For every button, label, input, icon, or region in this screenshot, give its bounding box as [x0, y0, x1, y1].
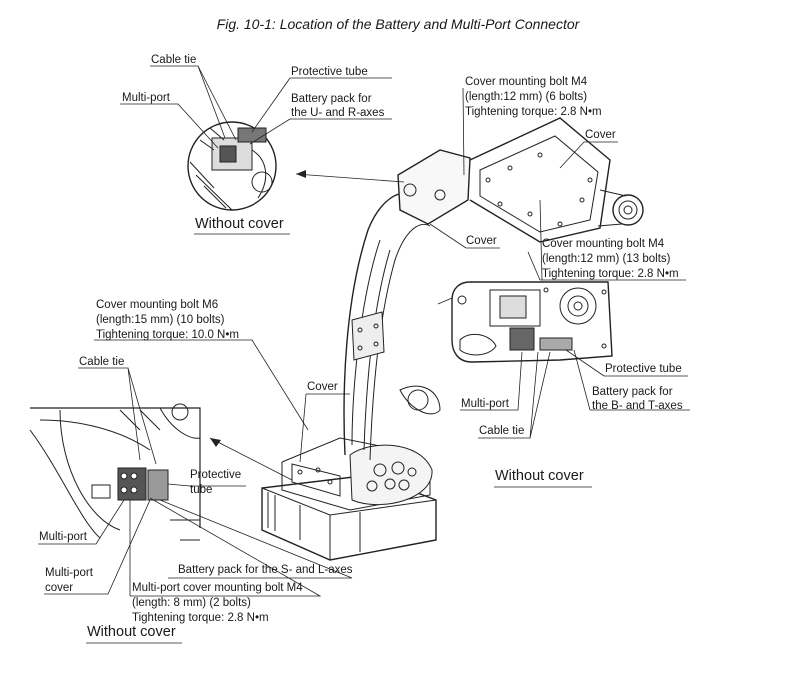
label-cable-tie-right: Cable tie	[479, 425, 525, 437]
label-without-cover-top: Without cover	[195, 216, 284, 232]
label-protective-tube-right: Protective tube	[605, 363, 682, 375]
label-cable-tie-top: Cable tie	[151, 54, 197, 66]
label-without-cover-left: Without cover	[87, 624, 176, 640]
label-mp-cover-bolt-line2: (length: 8 mm) (2 bolts)	[132, 597, 251, 609]
label-cover-mid: Cover	[466, 235, 497, 247]
label-cover-bolt-m6-line1: Cover mounting bolt M6	[96, 299, 219, 311]
label-battery-sl: Battery pack for the S- and L-axes	[178, 564, 353, 576]
label-cover-bolt-m6-line3: Tightening torque: 10.0 N•m	[96, 329, 239, 341]
label-battery-ur-1: Battery pack for	[291, 93, 372, 105]
label-multi-port-left: Multi-port	[39, 531, 87, 543]
label-cover-bolt-m4-6-line3: Tightening torque: 2.8 N•m	[465, 106, 602, 118]
label-battery-ur-2: the U- and R-axes	[291, 107, 385, 119]
figure-title: Fig. 10-1: Location of the Battery and M…	[216, 16, 580, 32]
label-cover-bolt-m4-13-line3: Tightening torque: 2.8 N•m	[542, 268, 679, 280]
label-cover-base: Cover	[307, 381, 338, 393]
label-cover-bolt-m4-6-line2: (length:12 mm) (6 bolts)	[465, 91, 588, 103]
label-multi-port-cover-2: cover	[45, 582, 74, 594]
label-protective-tube-top: Protective tube	[291, 66, 368, 78]
detail-view-wrist	[451, 281, 613, 363]
label-multi-port-top: Multi-port	[122, 92, 170, 104]
label-mp-cover-bolt-line1: Multi-port cover mounting bolt M4	[132, 582, 303, 594]
robot-lower-arm	[343, 192, 441, 461]
label-battery-bt-1: Battery pack for	[592, 386, 673, 398]
label-cover-bolt-m4-13-line1: Cover mounting bolt M4	[542, 238, 665, 250]
detail-view-upper-arm	[187, 121, 277, 211]
label-protective-tube-left-1: Protective	[190, 469, 242, 481]
label-cover-top-right: Cover	[585, 129, 616, 141]
robot-base	[261, 437, 437, 561]
detail-view-base	[29, 403, 201, 541]
label-protective-tube-left-2: tube	[190, 484, 213, 496]
label-multi-port-right: Multi-port	[461, 398, 509, 410]
label-mp-cover-bolt-line3: Tightening torque: 2.8 N•m	[132, 612, 269, 624]
label-battery-bt-2: the B- and T-axes	[592, 400, 683, 412]
label-cover-bolt-m4-6-line1: Cover mounting bolt M4	[465, 76, 588, 88]
robot-upper-arm	[397, 117, 644, 243]
label-cover-bolt-m4-13-line2: (length:12 mm) (13 bolts)	[542, 253, 671, 265]
label-multi-port-cover-1: Multi-port	[45, 567, 93, 579]
label-cable-tie-left: Cable tie	[79, 356, 125, 368]
label-cover-bolt-m6-line2: (length:15 mm) (10 bolts)	[96, 314, 225, 326]
label-without-cover-right: Without cover	[495, 468, 584, 484]
